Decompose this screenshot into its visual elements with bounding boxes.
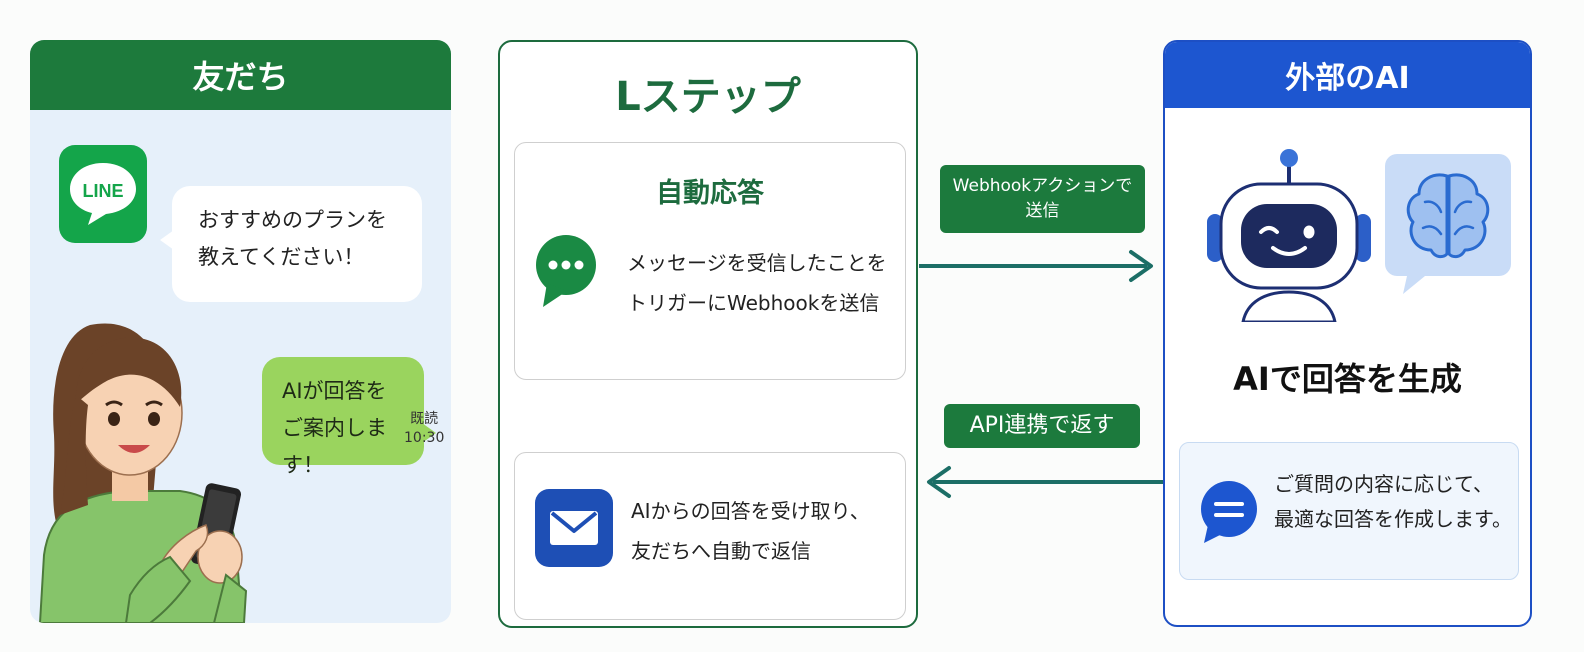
send-arrow	[919, 250, 1153, 282]
answer-bubble: AIが回答を ご案内します！	[262, 357, 436, 477]
brain-icon	[1385, 154, 1511, 294]
lstep-panel: Lステップ 自動応答 メッセージを受信したことを トリガーにWebhookを送信…	[498, 40, 918, 628]
answer-line-2: ご案内します！	[282, 415, 387, 477]
auto-reply-line-2: トリガーにWebhookを送信	[627, 291, 880, 315]
ai-generate-title: AIで回答を生成	[1233, 360, 1462, 398]
ai-desc-line-1: ご質問の内容に応じて、	[1274, 472, 1493, 496]
line-logo-icon: LINE	[59, 145, 147, 243]
auto-return-card: AIからの回答を受け取り、 友だちへ自動で返信	[514, 452, 906, 620]
webhook-send-line-2: 送信	[1025, 200, 1060, 221]
auto-return-line-2: 友だちへ自動で返信	[631, 539, 811, 563]
robot-icon	[1207, 149, 1371, 322]
auto-return-line-1: AIからの回答を受け取り、	[631, 499, 870, 523]
answer-line-1: AIが回答を	[282, 379, 387, 403]
friend-panel: 友だち LINE おすすめのプランを 教えてください！ AIが回答を ご案内しま…	[30, 40, 451, 623]
flow-arrows	[919, 250, 1163, 498]
lstep-panel-title: Lステップ	[615, 74, 801, 120]
read-time: 10:30	[404, 429, 445, 446]
webhook-send-badge: Webhookアクションで 送信	[940, 165, 1145, 233]
mail-icon	[535, 489, 613, 567]
ai-description-card: ご質問の内容に応じて、 最適な回答を作成します。	[1179, 442, 1519, 580]
chat-bubble-icon	[536, 235, 596, 307]
woman-with-phone-illustration	[38, 323, 248, 623]
ai-desc-line-2: 最適な回答を作成します。	[1274, 507, 1512, 531]
return-arrow	[927, 466, 1163, 498]
note-bubble-icon	[1201, 481, 1257, 543]
auto-reply-title: 自動応答	[656, 178, 764, 209]
read-receipt: 既読 10:30	[404, 410, 444, 448]
external-ai-panel-title: 外部のAI	[1165, 42, 1530, 108]
friend-panel-title: 友だち	[30, 40, 451, 110]
question-bubble: おすすめのプランを 教えてください！	[160, 186, 422, 302]
read-label: 既読	[410, 411, 439, 427]
auto-reply-line-1: メッセージを受信したことを	[627, 251, 887, 275]
auto-reply-card: 自動応答 メッセージを受信したことを トリガーにWebhookを送信	[514, 142, 906, 380]
external-ai-panel: 外部のAI AIで回答を生成	[1163, 40, 1532, 627]
webhook-send-line-1: Webhookアクションで	[952, 176, 1133, 196]
question-line-1: おすすめのプランを	[198, 208, 387, 232]
question-line-2: 教えてください！	[198, 244, 365, 269]
line-logo-text: LINE	[82, 181, 123, 201]
api-return-badge: API連携で返す	[944, 404, 1140, 448]
